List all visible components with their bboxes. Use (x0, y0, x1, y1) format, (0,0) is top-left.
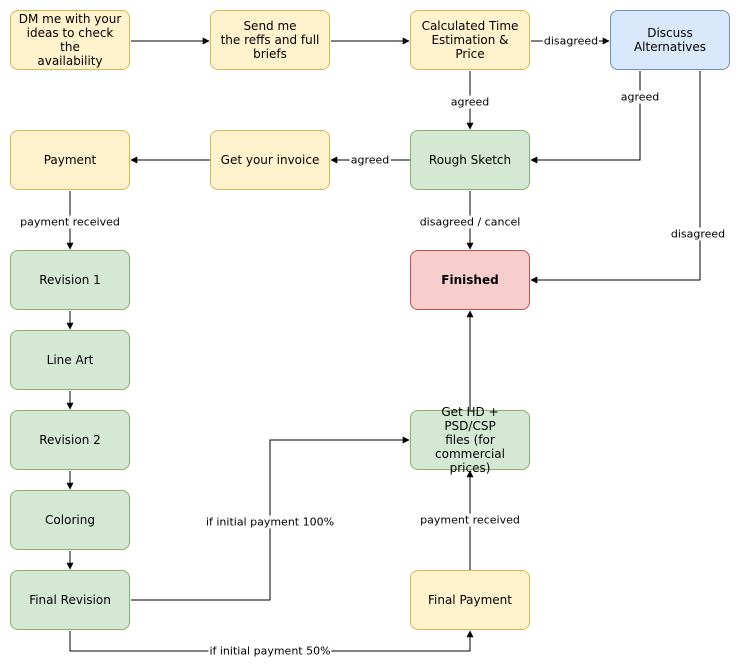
node-line-art: Line Art (10, 330, 130, 390)
edge-label-initial-50: if initial payment 50% (208, 644, 332, 658)
node-rough-sketch: Rough Sketch (410, 130, 530, 190)
node-dm-availability: DM me with your ideas to check the avail… (10, 10, 130, 70)
edge-label-initial-100: if initial payment 100% (204, 515, 336, 529)
node-get-invoice: Get your invoice (210, 130, 330, 190)
edge-discuss-to-finished (530, 71, 701, 284)
edge-discuss-to-rough (530, 71, 641, 164)
edge-label-discuss-agreed: agreed (619, 90, 661, 104)
node-final-payment: Final Payment (410, 570, 530, 630)
edge-label-calc-agreed: agreed (449, 95, 491, 109)
node-calculated-estimation: Calculated Time Estimation & Price (410, 10, 530, 70)
node-revision-1: Revision 1 (10, 250, 130, 310)
node-payment: Payment (10, 130, 130, 190)
node-coloring: Coloring (10, 490, 130, 550)
node-get-hd-files: Get HD + PSD/CSP files (for commercial p… (410, 405, 530, 475)
edge-label-rough-agreed: agreed (349, 153, 391, 167)
node-revision-2: Revision 2 (10, 410, 130, 470)
edge-label-payment-received: payment received (19, 215, 121, 229)
edge-label-calc-disagreed: disagreed (542, 34, 600, 48)
edge-label-disagreed-cancel: disagreed / cancel (418, 215, 522, 229)
node-finished: Finished (410, 250, 530, 310)
node-send-reffs: Send me the reffs and full briefs (210, 10, 330, 70)
node-final-revision: Final Revision (10, 570, 130, 630)
edge-label-discuss-disagreed: disagreed (669, 227, 727, 241)
node-discuss-alternatives: Discuss Alternatives (610, 10, 730, 70)
edge-label-final-payment-received: payment received (419, 513, 521, 527)
